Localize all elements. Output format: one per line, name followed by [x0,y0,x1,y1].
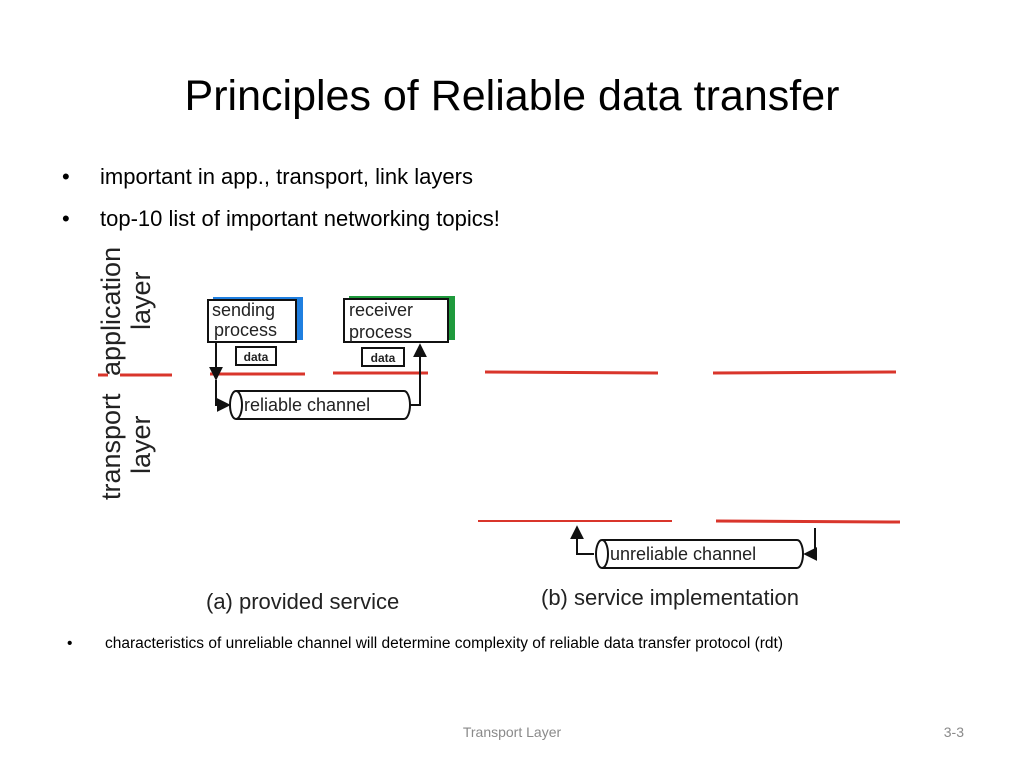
unreliable-channel-label: unreliable channel [610,544,756,564]
pipe-end [229,390,243,420]
application-layer-text-1: application [96,247,126,376]
application-layer-text-2: layer [126,271,156,330]
receiver-process-box: receiver process [343,296,455,343]
note-item: • characteristics of unreliable channel … [64,634,904,654]
receiver-process-frame [343,298,449,343]
pipe-body [236,390,411,420]
slide-number: 3-3 [943,724,964,740]
sending-process-box: sending process [207,297,303,343]
unreliable-channel-pipe: unreliable channel [595,539,804,569]
reliable-channel-label: reliable channel [244,395,370,415]
footer-chapter: Transport Layer [462,724,562,740]
into-channel-arrow [215,380,231,412]
pipe-end [595,539,609,569]
transport-layer-text-1: transport [96,393,126,500]
note-list: • characteristics of unreliable channel … [64,634,904,654]
layer-divider [712,370,897,375]
bullet-item: • important in app., transport, link lay… [58,156,500,198]
receiver-process-line1: receiver [349,300,413,320]
data-tag-frame [361,347,405,367]
transport-layer-label: transport layer [96,393,156,500]
reliable-channel-pipe: reliable channel [229,390,411,420]
up-arrow [570,525,594,555]
unreliable-path-arrows [570,525,818,561]
bullet-list: • important in app., transport, link lay… [58,156,500,240]
data-tag-sender: data [235,346,277,366]
data-tag-frame [235,346,277,366]
bullet-symbol: • [62,164,70,189]
application-layer-label: application layer [96,247,156,376]
layer-divider [715,519,901,524]
transport-layer-text-2: layer [126,415,156,474]
note-bullet-symbol: • [67,635,73,652]
data-tag-label: data [371,351,396,365]
bullet-item: • top-10 list of important networking to… [58,198,500,240]
layer-divider [484,370,659,375]
layer-divider-lines-a [98,371,428,377]
note-text: characteristics of unreliable channel wi… [105,635,784,652]
into-channel-arrow [803,528,818,561]
bullet-text: important in app., transport, link layer… [100,164,473,189]
up-arrow [410,343,427,406]
caption-a: (a) provided service [206,589,399,614]
rdt-diagram: application layer transport layer sendin… [96,247,901,614]
receiver-process-line2: process [349,322,412,342]
data-tag-label: data [244,350,269,364]
data-tag-receiver: data [361,347,405,367]
slide-title: Principles of Reliable data transfer [184,72,840,120]
sending-process-line2: process [214,320,277,340]
layer-divider-lines-b [478,370,901,524]
sending-process-frame [207,299,297,343]
reliable-path-arrows [209,342,427,412]
sending-process-line1: sending [212,300,275,320]
bullet-text: top-10 list of important networking topi… [100,206,500,231]
pipe-body [602,539,804,569]
bullet-symbol: • [62,206,70,231]
caption-b: (b) service implementation [541,585,799,610]
